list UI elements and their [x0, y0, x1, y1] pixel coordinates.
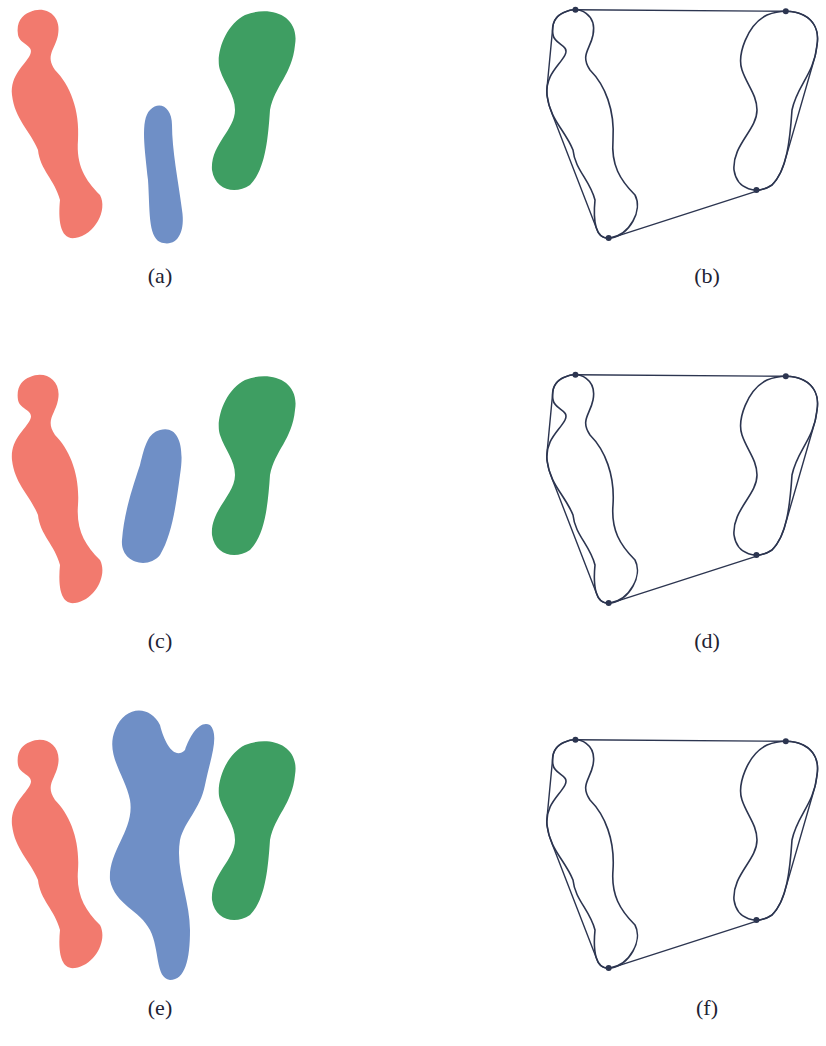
hull-panel	[547, 7, 818, 241]
convex-hull	[547, 740, 818, 968]
hull-vertex	[783, 8, 789, 14]
red-blob	[12, 375, 103, 603]
hull-vertex	[783, 738, 789, 744]
green-blob	[212, 741, 296, 920]
blob-outline	[547, 375, 638, 603]
panel-label: (a)	[148, 263, 172, 289]
red-blob	[12, 10, 103, 238]
blob-panel	[12, 375, 296, 603]
hull-vertex	[753, 552, 759, 558]
hull-panel	[547, 737, 818, 971]
blue-blob	[110, 711, 214, 980]
hull-vertex	[572, 7, 578, 13]
panel-label: (e)	[148, 995, 172, 1021]
blob-panel	[12, 10, 296, 244]
blob-outline	[734, 11, 818, 190]
blob-outline	[734, 741, 818, 920]
hull-vertex	[606, 600, 612, 606]
blob-outline	[547, 740, 638, 968]
blue-blob	[144, 106, 183, 244]
hull-vertex	[572, 737, 578, 743]
panel-label: (f)	[696, 995, 718, 1021]
convex-hull	[547, 10, 818, 238]
red-blob	[12, 740, 103, 968]
panel-label: (b)	[694, 263, 720, 289]
blue-blob	[122, 429, 182, 563]
hull-vertex	[753, 187, 759, 193]
hull-vertex	[606, 235, 612, 241]
panel-label: (c)	[148, 628, 172, 654]
blob-outline	[734, 376, 818, 555]
hull-vertex	[753, 917, 759, 923]
green-blob	[212, 376, 296, 555]
blob-panel	[12, 711, 296, 980]
blob-outline	[547, 10, 638, 238]
green-blob	[212, 11, 296, 190]
hull-vertex	[606, 965, 612, 971]
panel-label: (d)	[694, 628, 720, 654]
hull-vertex	[572, 372, 578, 378]
hull-vertex	[783, 373, 789, 379]
convex-hull	[547, 375, 818, 603]
hull-panel	[547, 372, 818, 606]
